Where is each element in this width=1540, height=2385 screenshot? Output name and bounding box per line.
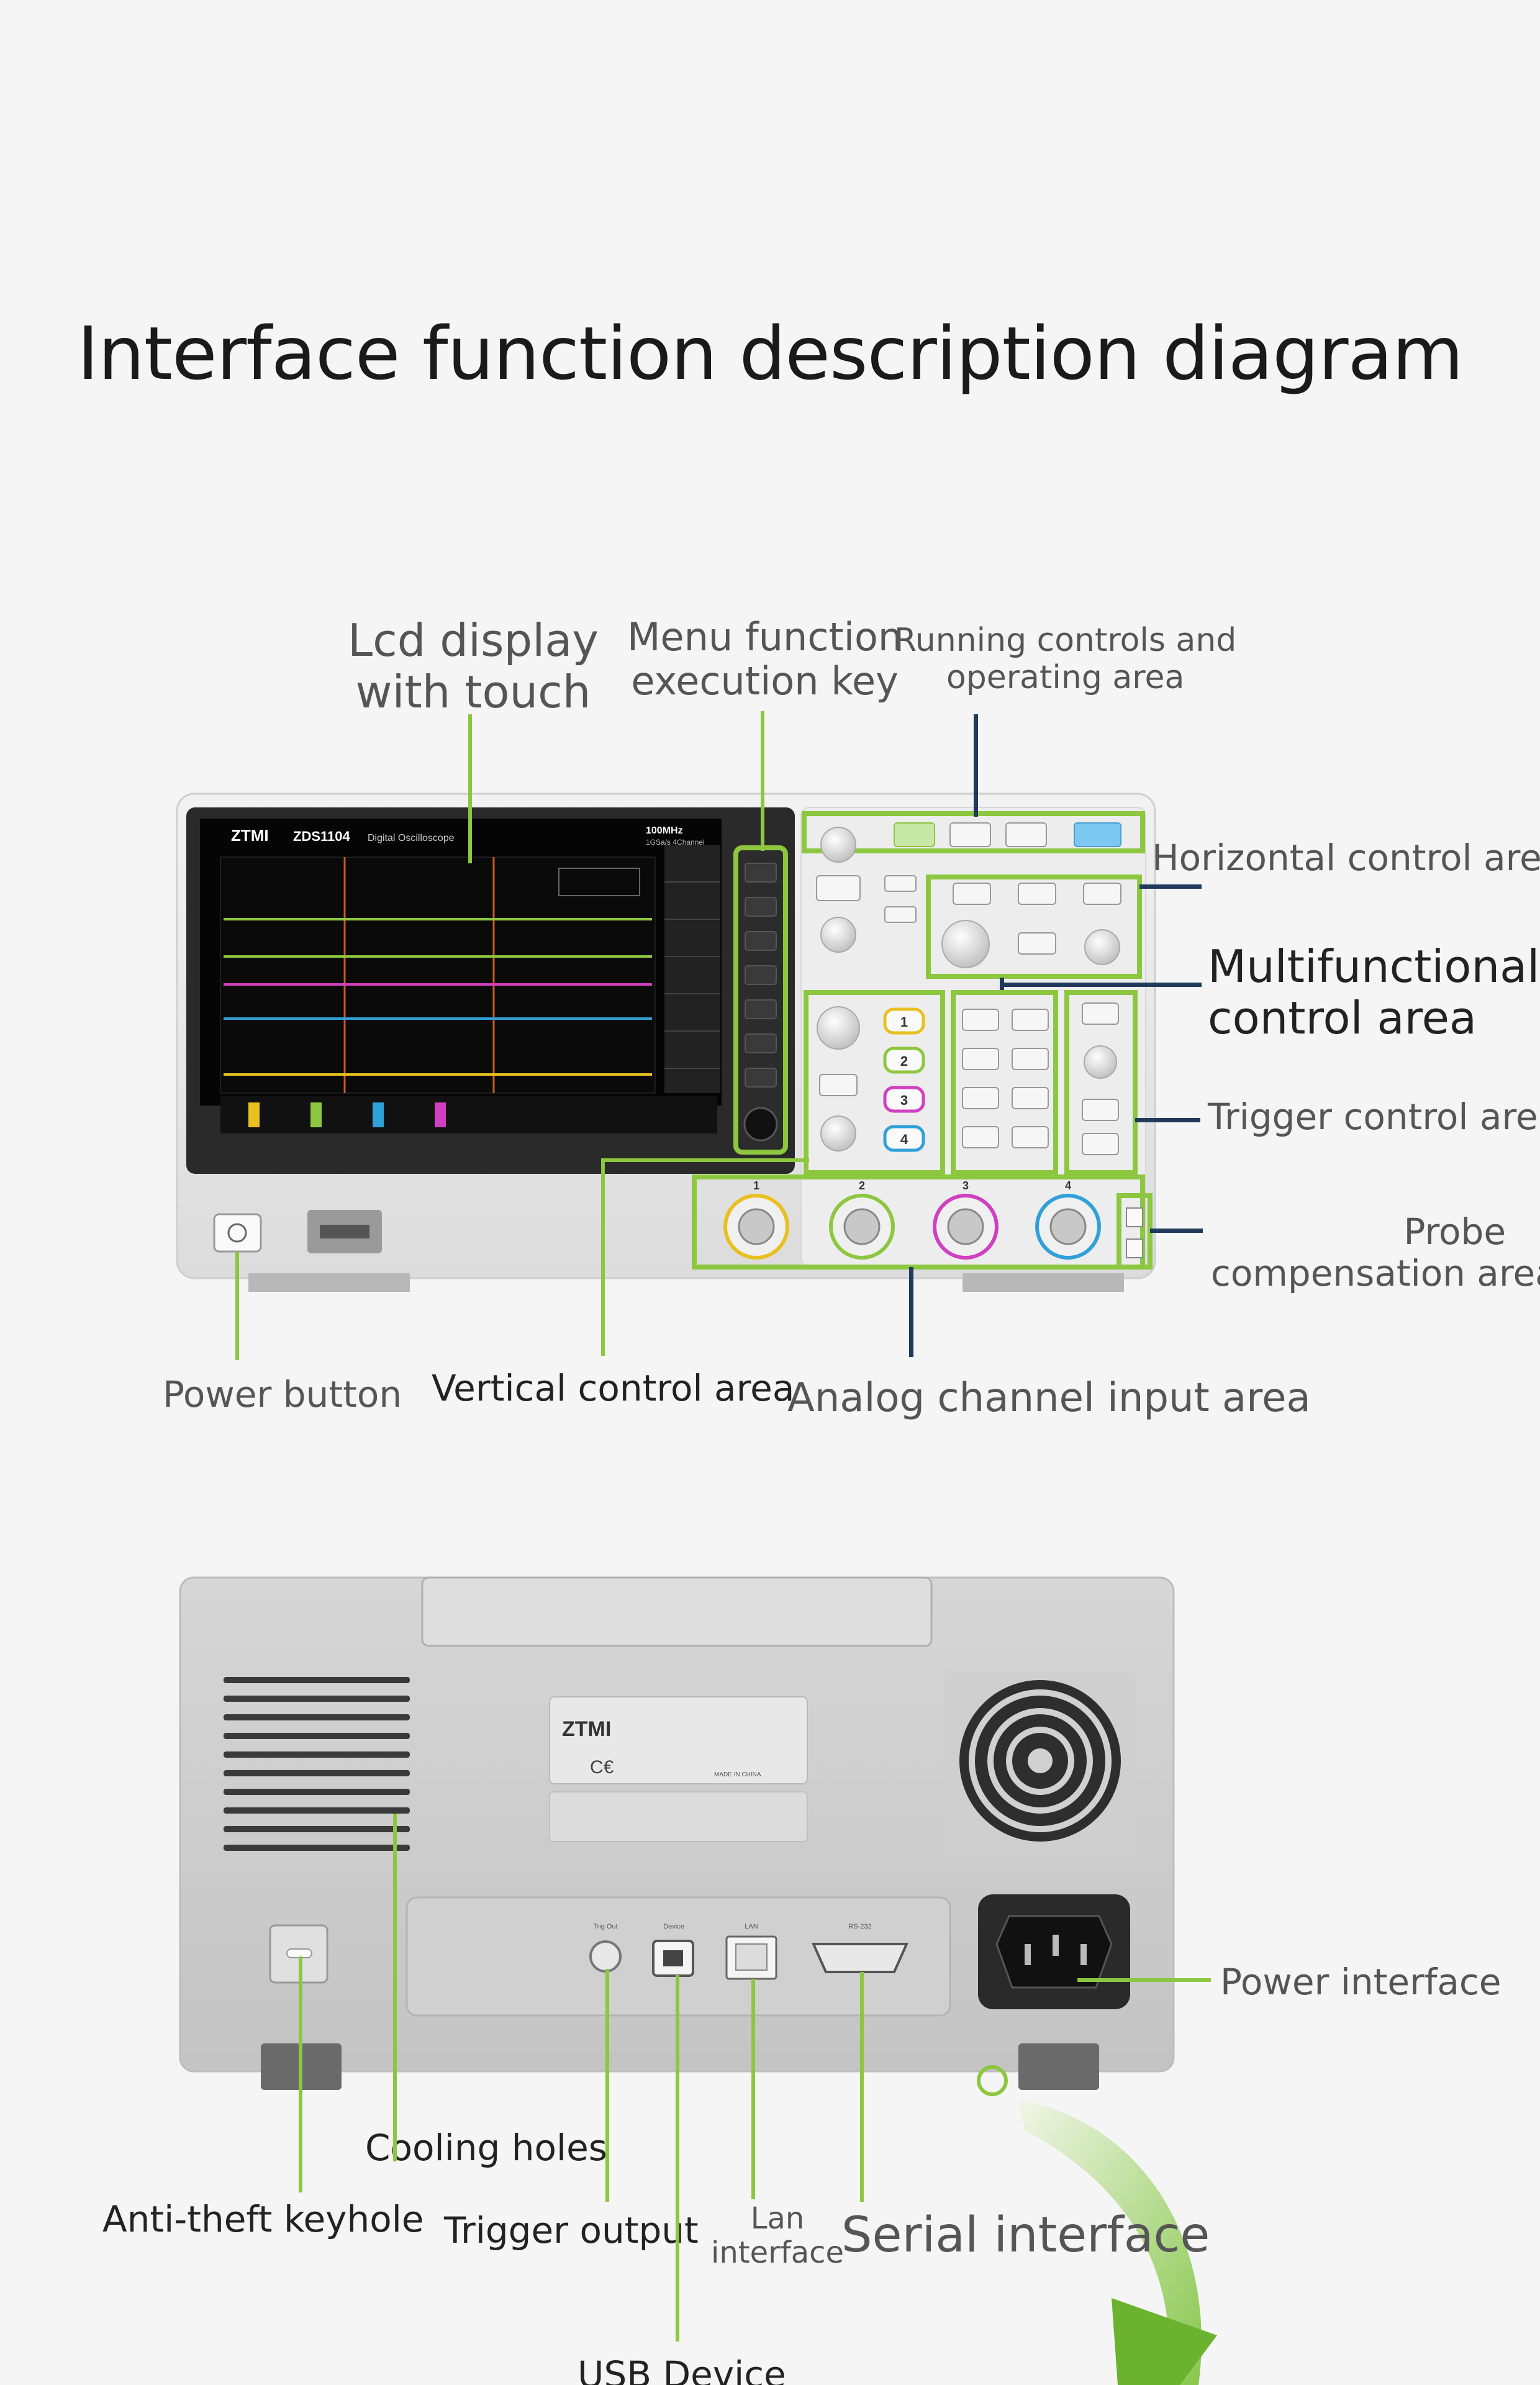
lan-port-label: LAN xyxy=(745,1923,758,1930)
leader-trigger-out xyxy=(605,1969,609,2202)
ch3-button-label: 3 xyxy=(900,1093,908,1108)
leader-lcd xyxy=(468,714,472,863)
leader-multifunctional xyxy=(1000,983,1202,987)
leader-analog xyxy=(909,1267,913,1357)
label-horizontal: Horizontal control area xyxy=(1152,837,1540,879)
label-analog: Analog channel input area xyxy=(787,1375,1311,1421)
label-power-button: Power button xyxy=(163,1373,402,1415)
leader-lan xyxy=(751,1979,755,2199)
label-cooling: Cooling holes xyxy=(365,2127,607,2169)
leader-trigger xyxy=(1135,1118,1200,1122)
control-panel: 1 2 3 4 1 2 3 4 xyxy=(692,807,1153,1270)
leader-horizontal xyxy=(1139,884,1202,889)
bnc3-label: 3 xyxy=(962,1179,969,1192)
leader-usb xyxy=(676,1975,679,2342)
page-title: Interface function description diagram xyxy=(77,311,1464,396)
ch2-button-label: 2 xyxy=(900,1053,908,1069)
svg-text:C€: C€ xyxy=(590,1757,614,1778)
back-brand: ZTMI xyxy=(562,1717,611,1741)
trig-out-port xyxy=(589,1940,622,1973)
leader-cooling xyxy=(393,1814,397,2161)
label-trigger: Trigger control area xyxy=(1208,1096,1540,1138)
screen-brand: ZTMI xyxy=(231,826,269,845)
screen-model-desc: Digital Oscilloscope xyxy=(368,833,455,843)
bnc1-label: 1 xyxy=(753,1179,759,1192)
leader-vertical-h xyxy=(601,1158,809,1162)
label-usb-device: USB Device xyxy=(578,2353,786,2385)
label-serial: Serial interface xyxy=(841,2207,1210,2263)
serial-port xyxy=(811,1943,909,1973)
leader-probe xyxy=(1150,1229,1203,1233)
leader-power-interface xyxy=(1077,1978,1211,1982)
fan-grille xyxy=(944,1671,1136,1857)
vertical-area-box xyxy=(804,990,945,1175)
horizontal-area-box xyxy=(926,874,1142,979)
leader-running xyxy=(974,714,978,817)
bnc4-label: 4 xyxy=(1065,1179,1071,1192)
usb-port-label: Device xyxy=(663,1923,684,1930)
label-vertical: Vertical control area xyxy=(432,1367,795,1409)
leader-serial xyxy=(860,1972,864,2202)
label-trigger-output: Trigger output xyxy=(444,2209,699,2251)
label-power-interface: Power interface xyxy=(1220,1961,1502,2003)
leader-antitheft xyxy=(299,1956,302,2192)
flow-arrow-head xyxy=(1112,2298,1217,2385)
screen-bandwidth: 100MHz xyxy=(646,825,683,836)
leader-menu xyxy=(761,711,764,851)
oscilloscope-back: ZTMI C€ MADE IN CHINA Trig Out Device LA… xyxy=(179,1576,1217,2385)
ch1-button-label: 1 xyxy=(900,1014,908,1030)
leader-vertical xyxy=(601,1158,605,1356)
serial-port-label: RS-232 xyxy=(848,1923,871,1930)
lcd-screen: ZTMI ZDS1104 Digital Oscilloscope 100MHz… xyxy=(200,819,722,1133)
leader-power xyxy=(235,1252,239,1360)
power-socket xyxy=(978,1894,1130,2009)
ch4-button-label: 4 xyxy=(900,1132,908,1147)
leader-multifunctional-drop xyxy=(1000,978,1004,990)
running-area-box xyxy=(802,811,1145,853)
power-button-area xyxy=(213,1210,382,1253)
trig-out-port-label: Trig Out xyxy=(593,1923,617,1930)
label-antitheft: Anti-theft keyhole xyxy=(102,2198,424,2240)
screen-rate: 1GSa/s 4Channel xyxy=(646,838,705,847)
bnc2-label: 2 xyxy=(859,1179,865,1192)
made-in-label: MADE IN CHINA xyxy=(714,1771,761,1778)
cooling-holes xyxy=(224,1677,410,1851)
multifunctional-area-box xyxy=(951,990,1058,1175)
trigger-area-box xyxy=(1064,990,1138,1175)
screen-model: ZDS1104 xyxy=(293,829,350,844)
menu-keys xyxy=(733,845,788,1155)
